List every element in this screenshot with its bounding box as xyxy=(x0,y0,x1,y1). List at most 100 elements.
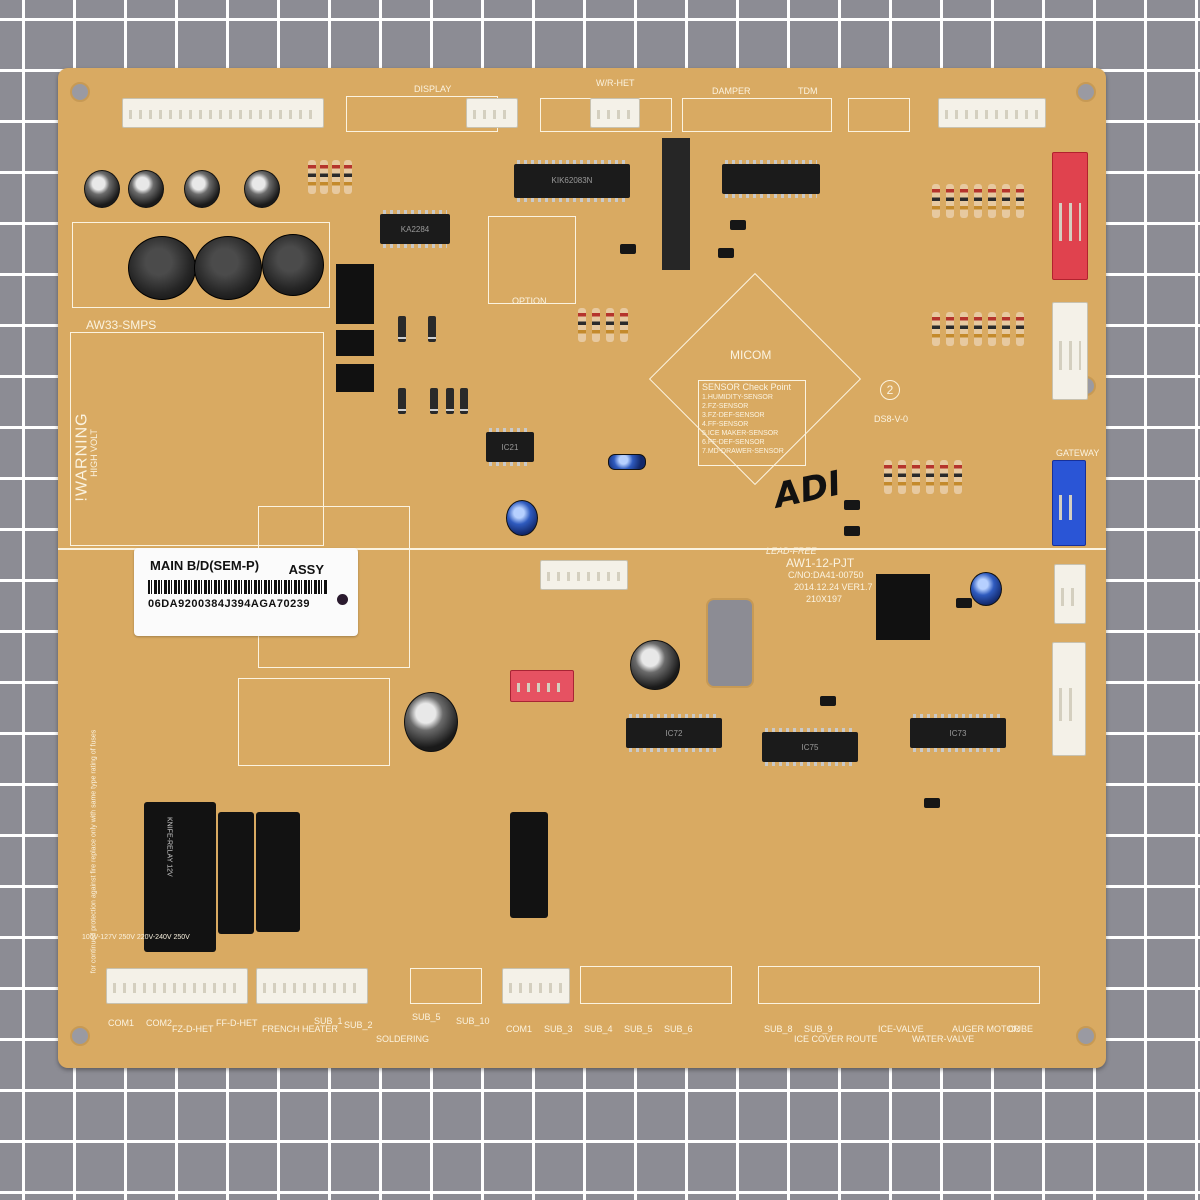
resistor-right-3 xyxy=(960,184,968,218)
resistor-right-10 xyxy=(960,312,968,346)
inductor-area-outline xyxy=(72,222,330,308)
sen-outline xyxy=(848,98,910,132)
bottom-label-sub1: SUB_1 xyxy=(314,1016,343,1026)
transistor-q701 xyxy=(620,244,636,254)
connector-cn57 xyxy=(1052,302,1088,400)
sensor-item-1: 1.HUMIDITY-SENSOR xyxy=(702,394,773,401)
ic-c21-code: IC21 xyxy=(501,442,519,452)
transistor-q717 xyxy=(844,500,860,510)
ic-72: IC72 xyxy=(626,714,722,752)
ic-73-code: IC73 xyxy=(949,728,967,738)
transistor-q4 xyxy=(336,364,374,392)
resistor-right-12 xyxy=(988,312,996,346)
capacitor-c108 xyxy=(630,640,680,690)
label-barcode xyxy=(148,580,328,594)
damper-label: DAMPER xyxy=(712,86,751,96)
separator-line xyxy=(58,548,1106,550)
circle-number: 2 xyxy=(880,380,900,400)
resistor-lower-4 xyxy=(926,460,934,494)
gateway-label: GATEWAY xyxy=(1056,448,1100,458)
display-label: DISPLAY xyxy=(414,84,452,94)
transistor-q718 xyxy=(820,696,836,706)
resistor-right-5 xyxy=(988,184,996,218)
bottom-label-sub10: SUB_10 xyxy=(456,1016,490,1026)
relay-ry72 xyxy=(256,812,300,932)
relay-ry70 xyxy=(218,812,254,934)
transistor-q3 xyxy=(336,330,374,356)
ic-c21: IC21 xyxy=(486,428,534,466)
bottom-label-sub5a: SUB_5 xyxy=(412,1012,441,1022)
date-label: 2014.12.24 VER1.7 xyxy=(794,582,873,592)
ic-c52: KA2284 xyxy=(380,210,450,248)
label-title: MAIN B/D(SEM-P) xyxy=(150,558,260,573)
connector-cn72-1-outline xyxy=(580,966,732,1004)
soldering-label: SOLDERING xyxy=(376,1034,430,1044)
bottom-label-sub6: SUB_6 xyxy=(664,1024,693,1034)
power-heatsink xyxy=(876,574,930,640)
resistor-mid-3 xyxy=(606,308,614,342)
resistor-top-3 xyxy=(332,160,340,194)
high-volt-label: HIGH VOLT xyxy=(88,429,99,477)
capacitor-c206 xyxy=(506,500,538,536)
resistor-lower-1 xyxy=(884,460,892,494)
sensor-item-6: 6.FF-DEF-SENSOR xyxy=(702,439,765,446)
damper-outline xyxy=(682,98,832,132)
heatsink-fins-outline xyxy=(238,678,390,766)
resistor-right-11 xyxy=(974,312,982,346)
connector-cn75 xyxy=(1054,564,1086,624)
connector-cn70-1 xyxy=(256,968,368,1004)
regulator-tab xyxy=(662,138,690,270)
connector-cn91 xyxy=(540,560,628,590)
resistor-right-13 xyxy=(1002,312,1010,346)
connector-cn78 xyxy=(1052,642,1086,756)
resistor-mid-1 xyxy=(578,308,586,342)
transistor-q1 xyxy=(336,264,374,298)
resistor-lower-6 xyxy=(954,460,962,494)
resistor-lower-2 xyxy=(898,460,906,494)
bottom-label-ff-d-het: FF-D-HET xyxy=(216,1018,258,1028)
resistor-top-2 xyxy=(320,160,328,194)
ic-75-code: IC75 xyxy=(801,742,819,752)
bottom-label-ice-valve: ICE-VALVE xyxy=(878,1024,924,1034)
sensor-connector xyxy=(938,98,1046,128)
display-connector xyxy=(466,98,518,128)
diode-3 xyxy=(398,388,406,414)
diode-1 xyxy=(398,316,406,342)
bottom-label-com1b: COM1 xyxy=(506,1024,533,1034)
label-dot-mark xyxy=(337,594,348,605)
transistor-q2 xyxy=(336,298,374,324)
sensor-check-box xyxy=(698,380,806,466)
mounting-hole-bottom-right xyxy=(1076,1026,1096,1046)
bottom-label-sub5b: SUB_5 xyxy=(624,1024,653,1034)
lead-free-label: LEAD-FREE xyxy=(766,546,817,556)
sensor-item-4: 4.FF-SENSOR xyxy=(702,421,749,428)
capacitor-c702 xyxy=(184,170,220,208)
capacitor-c701 xyxy=(128,170,164,208)
wrhet-connector xyxy=(590,98,640,128)
bottom-label-sub8: SUB_8 xyxy=(764,1024,793,1034)
fuse-note: for continued protection against fire re… xyxy=(90,729,98,974)
resistor-mid-4 xyxy=(620,308,628,342)
connector-cn70 xyxy=(106,968,248,1004)
diode-4 xyxy=(430,388,438,414)
resistor-right-8 xyxy=(932,312,940,346)
ic-c50-code: KIK62083N xyxy=(551,175,593,185)
wrhet-label: W/R-HET xyxy=(596,78,635,88)
inductor-l704 xyxy=(128,236,196,300)
sensor-item-5: 5.ICE MAKER-SENSOR xyxy=(702,430,779,437)
label-assy: ASSY xyxy=(288,562,324,577)
transistor-q705 xyxy=(956,598,972,608)
resistor-right-4 xyxy=(974,184,982,218)
bottom-label-sub3: SUB_3 xyxy=(544,1024,573,1034)
ds8-label: DS8-V-0 xyxy=(874,414,909,424)
bottom-label-ice-cover-route: ICE COVER ROUTE xyxy=(794,1034,878,1044)
diode-2 xyxy=(428,316,436,342)
product-label: MAIN B/D(SEM-P) ASSY 06DA9200384J394AGA7… xyxy=(134,548,358,636)
tdm-label: TDM xyxy=(798,86,818,96)
resistor-mid-2 xyxy=(592,308,600,342)
ic-75: IC75 xyxy=(762,728,858,766)
pcb-board: DISPLAY W/R-HET DAMPER TDM GATEWAY AW33-… xyxy=(58,68,1106,1068)
bottom-label-com2: COM2 xyxy=(146,1018,173,1028)
diode-5 xyxy=(446,388,454,414)
bottom-label-sub2: SUB_2 xyxy=(344,1020,373,1030)
